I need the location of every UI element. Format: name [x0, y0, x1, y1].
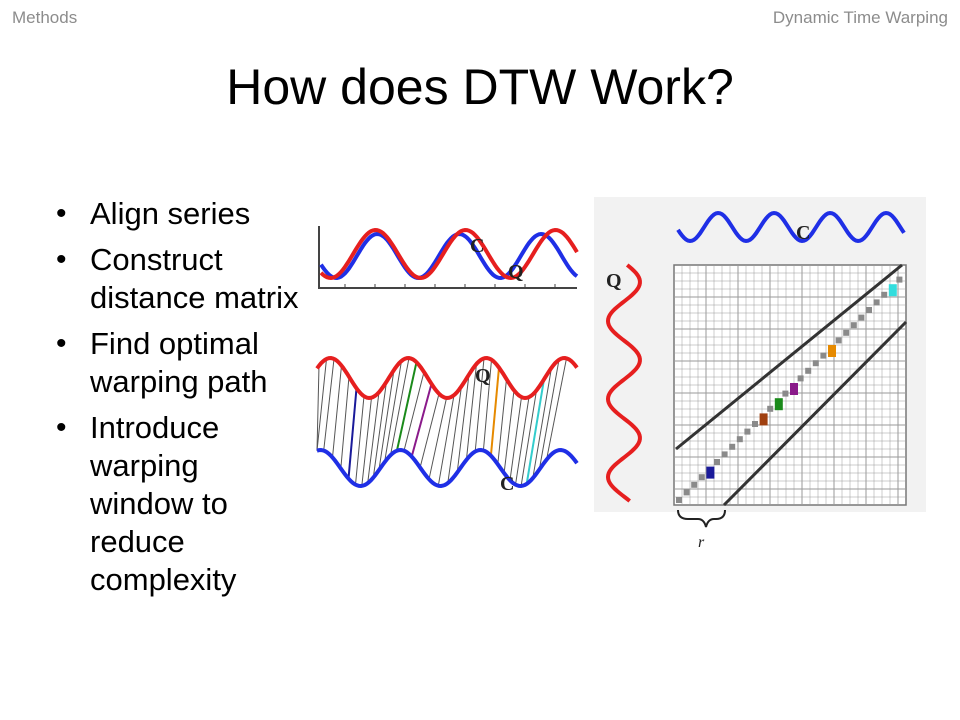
path-cell [797, 375, 804, 382]
label-r: r [698, 534, 705, 551]
alignment-line [474, 358, 485, 452]
alignment-line [332, 365, 342, 458]
slide-title: How does DTW Work? [226, 59, 734, 115]
alignment-line [447, 386, 462, 484]
alignment-line [361, 397, 372, 486]
plot-axes [318, 226, 577, 289]
series-c-line [676, 210, 906, 244]
alignment-line [403, 371, 425, 451]
alignment-line [525, 379, 545, 484]
path-cell [759, 413, 768, 426]
alignment-line [428, 397, 447, 480]
alignment-plot: Q C [315, 355, 579, 495]
alignment-line [509, 397, 522, 481]
alignment-line [532, 367, 552, 479]
alignment-line [347, 388, 358, 479]
path-cell [729, 443, 736, 450]
bullet-item: Find optimal warping path [52, 325, 302, 401]
label-q: Q [508, 261, 524, 283]
alignment-line [419, 393, 440, 468]
label-c: C [500, 473, 514, 495]
alignment-line [395, 361, 418, 451]
path-cell [820, 352, 827, 359]
overlay-plot: C Q [318, 226, 579, 289]
path-cell [698, 474, 705, 481]
path-cell [736, 436, 743, 443]
bullet-item: Introduce warping window to reduce compl… [52, 409, 302, 599]
alignment-line [340, 376, 350, 469]
path-cell [896, 276, 903, 283]
bullet-list: Align series Construct distance matrix F… [52, 195, 302, 607]
path-cell [676, 497, 682, 503]
label-q: Q [475, 365, 491, 387]
label-q: Q [606, 270, 622, 292]
path-cell [873, 299, 880, 306]
path-cell [752, 421, 758, 427]
series-c-line [316, 447, 579, 489]
alignment-lines [316, 357, 567, 487]
path-cell [744, 428, 751, 435]
path-cell [828, 345, 836, 357]
alignment-line [437, 395, 455, 486]
path-cell [866, 307, 872, 313]
path-cell [683, 489, 690, 496]
label-c: C [796, 222, 810, 244]
window-brace [677, 509, 726, 528]
path-cell [782, 390, 789, 397]
alignment-line [384, 360, 402, 463]
alignment-line [546, 358, 567, 460]
alignment-line [503, 390, 515, 474]
alignment-line [456, 374, 470, 473]
alignment-line [390, 357, 410, 456]
alignment-line [316, 365, 320, 451]
distance-matrix-figure: C Q r [594, 197, 926, 551]
series-q-line [315, 355, 579, 401]
window-boundary-upper [675, 263, 903, 451]
alignment-line [316, 358, 327, 451]
path-cell [805, 367, 812, 374]
alignment-line [323, 358, 335, 451]
path-cell [721, 451, 728, 458]
path-cell [850, 322, 857, 329]
series-c-line [319, 231, 579, 281]
path-cell [774, 398, 783, 411]
axis-ticks [344, 284, 556, 288]
path-cell [790, 383, 798, 395]
path-cell [691, 481, 698, 488]
alignment-line [372, 381, 387, 478]
window-boundary-lower [722, 320, 908, 507]
path-cell [812, 360, 819, 367]
alignment-line [465, 363, 477, 460]
alignment-line [367, 392, 380, 484]
series-q-line [319, 227, 579, 281]
path-cell [843, 329, 850, 336]
path-cell [714, 459, 720, 465]
alignment-line [410, 383, 433, 457]
alignment-line [497, 379, 507, 465]
path-cell [858, 314, 865, 321]
path-cell [706, 466, 715, 479]
section-label: Methods [12, 8, 78, 27]
topic-label: Dynamic Time Warping [772, 8, 948, 27]
path-cell [881, 291, 888, 298]
alignment-line [538, 359, 560, 470]
path-cell [888, 284, 897, 297]
label-c: C [470, 235, 484, 257]
alignment-line [482, 359, 492, 451]
alignment-line [378, 369, 395, 471]
bullet-item: Construct distance matrix [52, 241, 302, 317]
path-cell [835, 337, 842, 344]
bullet-item: Align series [52, 195, 302, 233]
alignment-line [520, 390, 537, 487]
series-q-line [605, 263, 642, 503]
matrix-grid [673, 264, 907, 506]
path-cell [767, 405, 774, 412]
alignment-line [515, 397, 530, 485]
alignment-line [489, 367, 500, 456]
warping-path [676, 276, 903, 503]
alignment-line [355, 396, 365, 485]
